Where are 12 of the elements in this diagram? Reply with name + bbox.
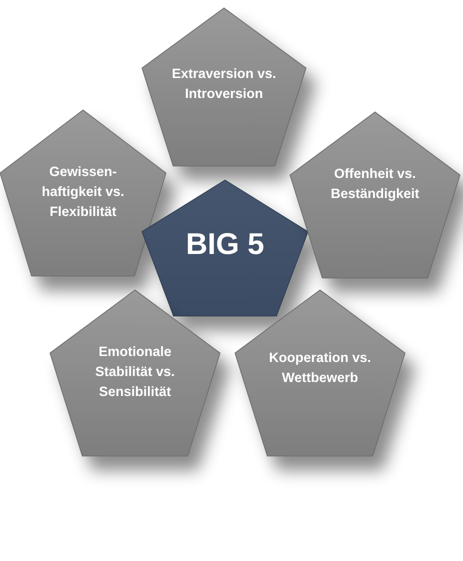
title-text: BIG 5 (186, 227, 264, 263)
pentagon-node (50, 290, 220, 456)
pentagon-node (235, 290, 405, 456)
trait-text: Extraversion vs. Introversion (170, 65, 278, 103)
trait-text: Gewissen- haftigkeit vs. Flexibilität (40, 163, 126, 221)
trait-text: Emotionale Stabilität vs. Sensibilität (94, 343, 176, 401)
pentagon-node (142, 8, 306, 166)
pentagon-node (142, 180, 308, 316)
pentagon-node (290, 112, 460, 278)
trait-text: Kooperation vs. Wettbewerb (268, 349, 372, 387)
pentagon-node (0, 110, 166, 276)
trait-text: Offenheit vs. Beständigkeit (330, 165, 420, 203)
